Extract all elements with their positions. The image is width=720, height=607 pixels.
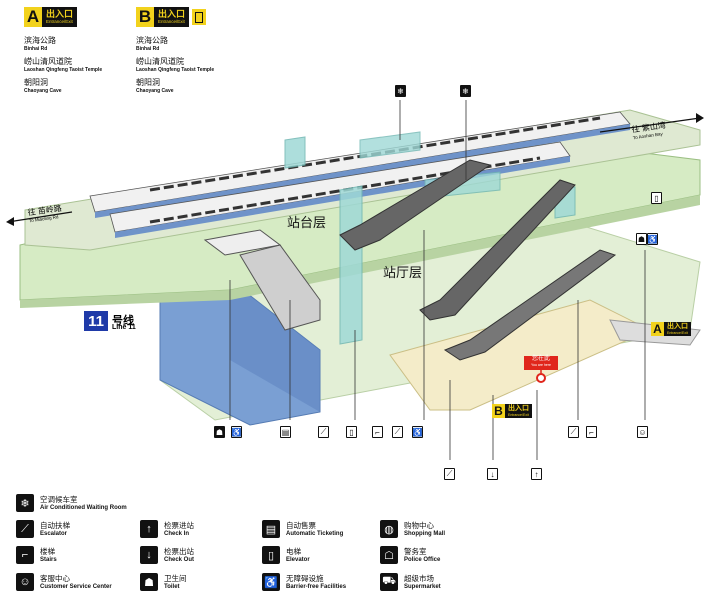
elevator-icon	[192, 9, 207, 25]
you-are-here-tag	[524, 356, 558, 370]
diagram-exit-a: A 出入口 Entrance/Exit	[651, 322, 691, 336]
check-out-icon: ↓	[140, 546, 158, 564]
escalator-icon: ⟋	[392, 426, 403, 438]
stairs-icon: ⌐	[586, 426, 597, 438]
check-in-icon: ↑	[531, 468, 542, 480]
ticket-machine-icon: ▤	[280, 426, 291, 438]
toilet-icon: ☗	[214, 426, 225, 438]
line-11-badge: 11	[84, 311, 108, 331]
concourse-level-label: 站厅层	[383, 265, 423, 280]
exit-a-letter: A	[24, 7, 42, 27]
customer-service-icon: ☺	[16, 573, 34, 591]
diagram-exit-a-en: Entrance/Exit	[667, 331, 688, 335]
snowflake-icon: ❄	[460, 85, 471, 97]
police-icon: ☖	[380, 546, 398, 564]
exit-b-label-cn: 出入口	[158, 9, 186, 19]
you-are-here-dot	[536, 373, 546, 383]
diagram-exit-b: B 出入口 Entrance/Exit	[492, 404, 532, 418]
escalator-icon: ⟋	[318, 426, 329, 438]
check-out-icon: ↓	[487, 468, 498, 480]
arrow-left-head	[6, 217, 14, 226]
line-11-label-en: Line 11	[112, 324, 136, 331]
arrow-left	[7, 211, 73, 223]
diagram-exit-b-en: Entrance/Exit	[508, 413, 529, 417]
escalator-platform-1	[339, 159, 492, 251]
ticket-machine-icon: ▤	[262, 520, 280, 538]
stairs-opening	[203, 229, 282, 256]
elevator-icon: ▯	[651, 192, 662, 204]
toilet-icon: ☗	[636, 233, 647, 245]
platform-level-label: 站台层	[287, 215, 327, 230]
elevator-shaft	[339, 185, 363, 345]
supermarket-icon: ⛟	[380, 573, 398, 591]
accessibility-icon: ♿	[231, 426, 242, 438]
exit-a-label-cn: 出入口	[46, 9, 74, 19]
line11-block-side	[230, 280, 320, 412]
customer-service-icon: ☺	[637, 426, 648, 438]
arrow-right-head	[696, 113, 704, 123]
train-upper	[89, 111, 631, 218]
diagram-exit-a-cn: 出入口	[667, 323, 688, 330]
escalator-lower	[443, 249, 617, 361]
you-are-here-label: 您在此 You are here	[531, 356, 551, 367]
exit-a-tag: 出入口 Entrance/Exit	[42, 7, 78, 27]
exit-a-header: A 出入口 Entrance/Exit	[24, 7, 78, 27]
elevator-icon: ▯	[346, 426, 357, 438]
accessibility-icon: ♿	[412, 426, 423, 438]
diagram-exit-a-letter: A	[651, 322, 664, 336]
escalator-icon: ⟋	[16, 520, 34, 538]
snowflake-icon: ❄	[16, 494, 34, 512]
check-in-icon: ↑	[140, 520, 158, 538]
escalator-icon: ⟋	[444, 468, 455, 480]
escalator-icon: ⟋	[568, 426, 579, 438]
diagram-exit-b-letter: B	[492, 404, 505, 418]
exit-a-label-en: Entrance/Exit	[46, 19, 73, 24]
toilet-icon: ☗	[140, 573, 158, 591]
exit-b-letter: B	[136, 7, 154, 27]
snowflake-icon: ❄	[395, 85, 406, 97]
exit-b-label-en: Entrance/Exit	[158, 19, 185, 24]
exit-ground-area	[389, 299, 652, 411]
accessibility-icon: ♿	[647, 233, 658, 245]
shopping-mall-icon: ◍	[380, 520, 398, 538]
exit-b-tag: 出入口 Entrance/Exit	[154, 7, 190, 27]
escalator-main	[419, 179, 576, 321]
stairs-icon: ⌐	[372, 426, 383, 438]
diagram-exit-b-cn: 出入口	[508, 405, 529, 412]
glass-box-upper	[284, 136, 306, 169]
line-11-label-cn: 号线	[112, 315, 134, 327]
arrow-right	[599, 117, 701, 133]
accessibility-icon: ♿	[262, 573, 280, 591]
exit-b-header: B 出入口 Entrance/Exit	[136, 7, 207, 27]
stairs-icon: ⌐	[16, 546, 34, 564]
elevator-icon: ▯	[262, 546, 280, 564]
